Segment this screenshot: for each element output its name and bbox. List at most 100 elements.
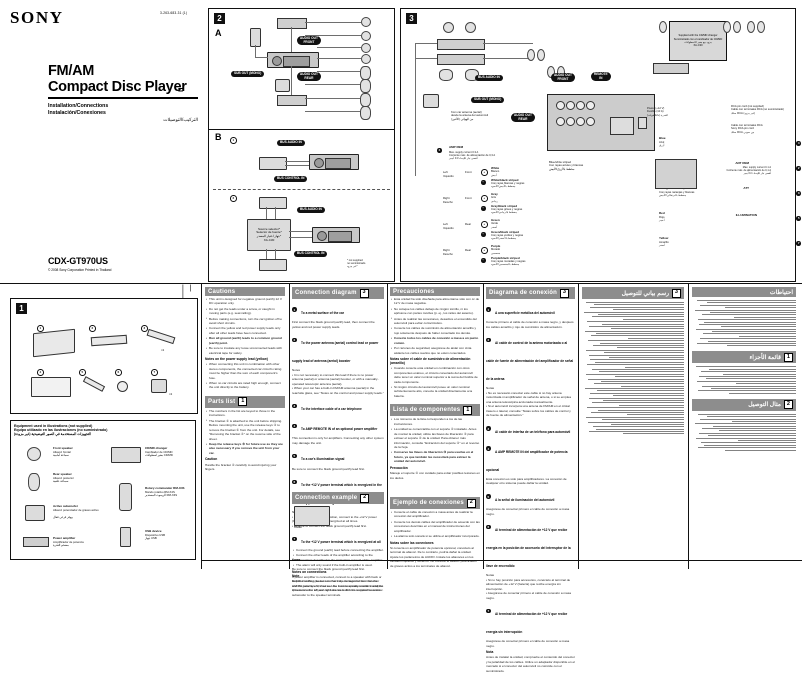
callout-remote-in: REMOTE IN (591, 72, 611, 82)
front-speaker-3 (361, 43, 371, 53)
cautions-note-heading: Notes on the power supply lead (yellow) (205, 357, 268, 362)
cover-title: FM/AM Compact Disc Player Installation/C… (48, 63, 198, 123)
power-wire-row: Blue Azul أزرق 4 (659, 136, 801, 147)
ar-parts-text (692, 366, 796, 394)
example-bullet-es: Conecte el cable de conexión a masa ante… (391, 510, 480, 519)
connection-diagram-heading-ar: 3 رسم بياني للتوصيل (582, 287, 684, 299)
precaution-bullet: Conecte todos los cables de conexión a m… (391, 336, 480, 345)
parts-bullet-es: Los números de la lista corresponden a l… (391, 417, 480, 426)
callout-audio-out-rear-w: AUDIO OUT REAR (511, 113, 535, 123)
parts-keep-note: Keep the release keys ③ for future use a… (206, 442, 285, 455)
caution-note-bullet: When no car circuits are rated high enou… (206, 381, 285, 390)
power-wire-row: Yellow Amarillo أصفر 7 (659, 236, 801, 247)
not-supplied-note: * not supplied no suministrado غير مزود* (347, 259, 366, 269)
connection-example-badge-es: 2 (466, 498, 476, 508)
precautions-heading-text: Precauciones (393, 288, 435, 295)
source-selector: Source selector* Selector de fuente* جها… (247, 219, 291, 251)
callout-bus-audio-in-b2: BUS AUDIO IN (297, 207, 325, 213)
equipment-item: USB device Dispositivo USB جهاز USB (111, 525, 195, 555)
equipment-right-list: CD/MD changer Cambiador de CD/MD مغير اس… (111, 445, 195, 555)
cautions-heading-en: Cautions (205, 287, 285, 296)
example-note-text: If power amplifier is connected, connect… (292, 574, 384, 597)
parts-note-x2b: ×2 (169, 392, 173, 396)
connection-item-es: 1 A una superficie metálica del automóvi… (486, 307, 574, 329)
wiring-speaker-3 (439, 69, 453, 81)
equipment-item: Active subwoofer Altavoz potenciador de … (23, 503, 107, 535)
head-unit-display (283, 55, 310, 67)
caution-bullet: Connect the yellow and red power supply … (206, 326, 285, 335)
wiring-speaker-1 (443, 22, 454, 33)
connection-item-es: 6 Al terminal de alimentación de +12 V q… (486, 524, 572, 600)
caution-bullet: This unit is designed for negative groun… (206, 297, 285, 306)
connection-note-heading-es: Nota (486, 650, 494, 655)
callout-bus-control-in-b1: BUS CONTROL IN (274, 176, 308, 182)
part-marker-3: 3 (141, 325, 148, 332)
copyright: © 2008 Sony Corporation Printed in Thail… (48, 268, 112, 272)
parts-list-heading-text-ar: قائمة الأجزاء (749, 354, 781, 361)
connection-example-heading-es: Ejemplo de conexiones 2 (390, 497, 480, 509)
parts-bullet-es: La unidad se comercializa con el soporte… (391, 427, 480, 449)
parts-list-badge: 1 (238, 397, 248, 407)
parts-keep-note-es: Conserve las llaves de liberación ③ para… (391, 450, 480, 463)
column-ar-connection: 3 رسم بياني للتوصيل (582, 287, 684, 436)
rca-top-4 (747, 21, 755, 33)
panel-2-divider (209, 129, 394, 130)
parts-list-heading-text: Parts list (208, 398, 236, 405)
manual-sheet: SONY 3-263-683-31 (1) FM/AM Compact Disc… (0, 0, 802, 569)
model-block: CDX-GT970US © 2008 Sony Corporation Prin… (48, 256, 111, 272)
precautions-heading-es: Precauciones (390, 287, 480, 296)
rca-top-1 (659, 21, 667, 33)
callout-sub-out-mono-w: SUB OUT (MONO) (471, 97, 505, 103)
head-unit-knob (272, 56, 282, 66)
connection-diagram-heading-es: Diagrama de conexión 3 (486, 287, 575, 299)
parts-list-heading-text-es: Lista de componentes (393, 407, 461, 414)
connection-example-heading-text-es: Ejemplo de conexiones (393, 500, 464, 506)
column-en-connection: Connection diagram 3 1 To a metal surfac… (292, 287, 384, 597)
part-marker-6: 6 (115, 369, 122, 376)
subtitle-en: Installation/Connections (48, 102, 109, 109)
part-marker-2: 2 (89, 325, 96, 332)
panel-2-number: 2 (214, 13, 225, 24)
caution-bullet: Do not get the leads under a screw, or c… (206, 307, 285, 316)
callout-sub-out-mono: SUB OUT (MONO) (231, 71, 265, 77)
cautions-heading-ar: احتياطات (692, 287, 796, 297)
connection-example-es: Ejemplo de conexiones 2 Conecte el cable… (390, 497, 480, 568)
ar-example-text (692, 413, 796, 451)
callout-audio-out-front-w: AUDIO OUT FRONT (551, 73, 575, 83)
speaker-wire-row: + − White Blanco أبيض White/black stripe… (443, 166, 525, 189)
title-line-1: FM/AM (48, 63, 95, 79)
blue-white-label: Blue/white striped Con rayas azules y bl… (549, 160, 584, 171)
connection-item: 5 To a car's illumination signal Be sure… (292, 453, 365, 471)
panel-parts: 1 1 2 3 4 5 6 7 ×2 ×2 (10, 298, 198, 414)
head-unit-b1 (309, 154, 359, 170)
part-marker-7: 7 (151, 369, 158, 376)
connection-item: 1 To a metal surface of the car First co… (292, 307, 375, 329)
title-underline (48, 97, 198, 99)
panel-1-number: 1 (16, 303, 27, 314)
example-bullet: The alarm will only sound if the built-i… (293, 563, 384, 568)
equipment-item: Rear speaker Altavoz posterior سماعة خلف… (23, 471, 107, 503)
rca-top-2 (723, 21, 731, 33)
precaution-bullet: No coloque los cables debajo de ningún t… (391, 307, 480, 316)
wiring-speaker-2 (465, 22, 476, 33)
section-a-label: A (215, 28, 222, 38)
precaution-note-bullet: Cuando conecte esta unidad en combinació… (391, 366, 480, 384)
equipment-item: Front speaker Altavoz frontal سماعة أمام… (23, 445, 107, 471)
precaution-bullet: Esta unidad ha sido diseñada para alimen… (391, 297, 480, 306)
model-number: CDX-GT970US (48, 256, 108, 266)
connection-example-heading-en: Connection example 2 (292, 492, 384, 504)
active-subwoofer (275, 79, 290, 92)
connection-diagram-badge-ar: 3 (672, 288, 681, 298)
connection-example-unit-icon (294, 506, 330, 526)
cable-label: Cable (294, 525, 302, 529)
spine-marks: | | | (182, 285, 194, 299)
column-en-cautions: Cautions This unit is designed for negat… (205, 287, 285, 472)
callout-bus-audio-in-b1: BUS AUDIO IN (277, 140, 305, 146)
cd-changer-b1 (259, 157, 287, 170)
caution-bullet: Before making connections, turn the car … (206, 316, 285, 326)
column-es-precautions: Precauciones Esta unidad ha sido diseñad… (390, 287, 480, 568)
connection-example-heading-text-ar: مثال التوصيل (748, 402, 781, 409)
connection-note-text-es: Antes de instalar la unidad, compruebe e… (486, 655, 575, 673)
parts-list-badge-ar: 1 (784, 352, 793, 362)
column-ar-cautions: احتياطات 1 قائمة الأجزاء 2 مثال التوصيل (692, 287, 796, 452)
